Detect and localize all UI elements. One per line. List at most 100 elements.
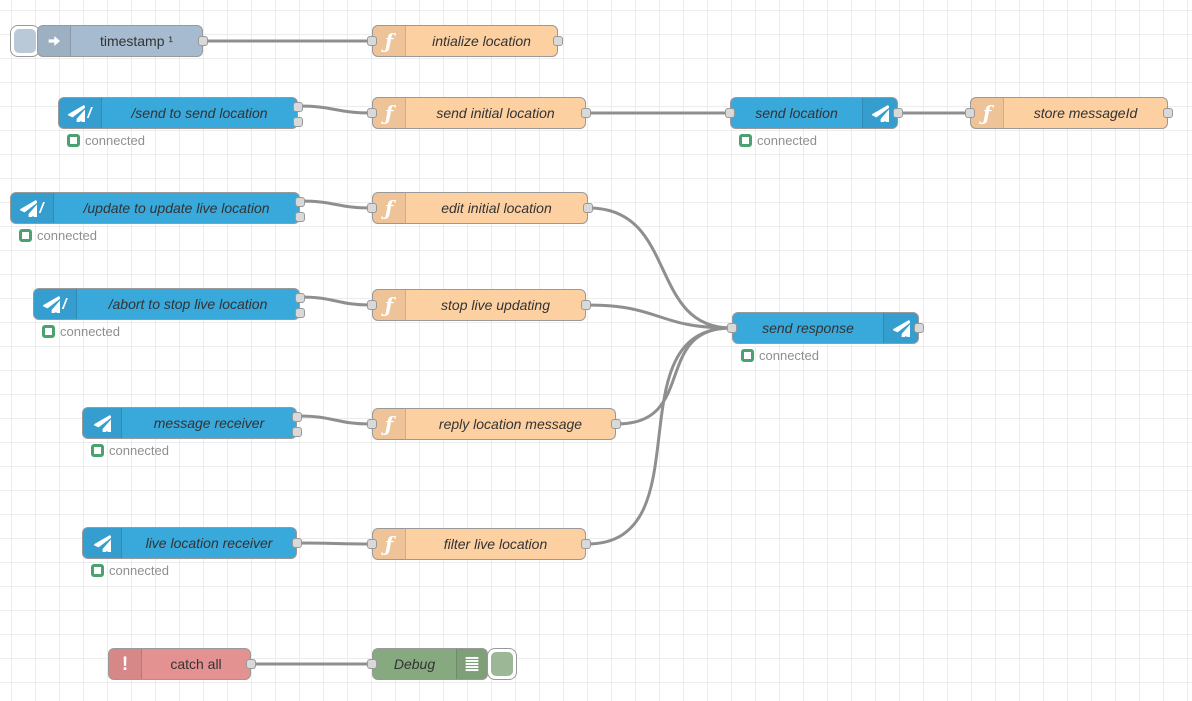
node-label: edit initial location: [441, 200, 552, 216]
wire[interactable]: [585, 326, 733, 546]
function-f-icon: ƒ: [373, 98, 406, 128]
input-port[interactable]: [367, 36, 377, 46]
paper-plane-icon: [883, 313, 918, 343]
node-status: connected: [42, 324, 120, 339]
status-text: connected: [757, 133, 817, 148]
node-function-send-initial-location[interactable]: ƒ send initial location: [367, 97, 591, 129]
node-label: message receiver: [153, 415, 265, 431]
status-connected-icon: [67, 134, 80, 147]
debug-list-icon: [456, 649, 487, 679]
node-label: /update to update live location: [83, 200, 270, 216]
function-f-icon: ƒ: [373, 193, 406, 223]
input-port[interactable]: [367, 659, 377, 669]
node-status: connected: [741, 348, 819, 363]
node-telegram-message-receiver[interactable]: message receiver connected: [82, 407, 302, 458]
input-port[interactable]: [965, 108, 975, 118]
function-f-icon: ƒ: [373, 26, 406, 56]
node-label: store messageId: [1033, 105, 1138, 121]
node-function-edit-initial-location[interactable]: ƒ edit initial location: [367, 192, 593, 224]
input-port[interactable]: [367, 300, 377, 310]
node-function-initialize-location[interactable]: ƒ intialize location: [367, 25, 563, 57]
output-port-2[interactable]: [292, 427, 302, 437]
status-text: connected: [109, 563, 169, 578]
status-connected-icon: [91, 564, 104, 577]
node-function-reply-location-message[interactable]: ƒ reply location message: [367, 408, 621, 440]
function-f-icon: ƒ: [373, 409, 406, 439]
output-port-1[interactable]: [293, 102, 303, 112]
output-port[interactable]: [1163, 108, 1173, 118]
output-port-2[interactable]: [295, 212, 305, 222]
node-status: connected: [67, 133, 145, 148]
input-port[interactable]: [367, 203, 377, 213]
input-port[interactable]: [367, 539, 377, 549]
output-port-2[interactable]: [293, 117, 303, 127]
node-label: catch all: [170, 656, 222, 672]
output-port-2[interactable]: [295, 308, 305, 318]
function-f-icon: ƒ: [373, 290, 406, 320]
output-port[interactable]: [292, 538, 302, 548]
paper-plane-slash-icon: /: [34, 289, 77, 319]
output-port[interactable]: [893, 108, 903, 118]
node-telegram-command-send[interactable]: / /send to send location connected: [58, 97, 303, 148]
paper-plane-slash-icon: /: [11, 193, 54, 223]
node-label: filter live location: [443, 536, 548, 552]
wire[interactable]: [299, 295, 373, 307]
input-port[interactable]: [727, 323, 737, 333]
status-connected-icon: [741, 349, 754, 362]
node-telegram-live-location-receiver[interactable]: live location receiver connected: [82, 527, 302, 578]
node-telegram-send-response[interactable]: send response connected: [727, 312, 924, 363]
input-port[interactable]: [367, 108, 377, 118]
node-catch-all[interactable]: ! catch all: [108, 648, 256, 680]
status-connected-icon: [42, 325, 55, 338]
node-inject-timestamp[interactable]: timestamp ¹: [37, 25, 208, 57]
node-function-filter-live-location[interactable]: ƒ filter live location: [367, 528, 591, 560]
node-telegram-command-update[interactable]: / /update to update live location connec…: [10, 192, 305, 243]
output-port[interactable]: [611, 419, 621, 429]
status-text: connected: [85, 133, 145, 148]
input-port[interactable]: [367, 419, 377, 429]
status-connected-icon: [19, 229, 32, 242]
output-port[interactable]: [198, 36, 208, 46]
node-function-store-messageid[interactable]: ƒ store messageId: [965, 97, 1173, 129]
node-label: timestamp ¹: [99, 33, 174, 49]
debug-toggle-button-face: [491, 652, 513, 676]
debug-toggle-button[interactable]: [487, 648, 517, 680]
input-port[interactable]: [725, 108, 735, 118]
status-text: connected: [109, 443, 169, 458]
node-telegram-command-abort[interactable]: / /abort to stop live location connected: [33, 288, 305, 339]
function-f-icon: ƒ: [373, 529, 406, 559]
paper-plane-icon: [83, 408, 122, 438]
status-text: connected: [759, 348, 819, 363]
status-connected-icon: [739, 134, 752, 147]
output-port-1[interactable]: [295, 293, 305, 303]
wire[interactable]: [587, 206, 733, 330]
wire[interactable]: [615, 326, 733, 426]
node-function-stop-live-updating[interactable]: ƒ stop live updating: [367, 289, 591, 321]
node-label: live location receiver: [145, 535, 273, 551]
wire[interactable]: [297, 541, 373, 546]
output-port-1[interactable]: [295, 197, 305, 207]
paper-plane-icon: [862, 98, 897, 128]
node-label: send location: [755, 105, 838, 121]
inject-run-button-face: [14, 29, 36, 53]
wire[interactable]: [299, 199, 373, 210]
node-label: send response: [762, 320, 854, 336]
output-port[interactable]: [581, 108, 591, 118]
output-port-1[interactable]: [292, 412, 302, 422]
node-telegram-send-location[interactable]: send location connected: [725, 97, 903, 148]
output-port[interactable]: [581, 539, 591, 549]
inject-run-button[interactable]: [10, 25, 40, 57]
output-port[interactable]: [553, 36, 563, 46]
node-label: send initial location: [436, 105, 555, 121]
output-port[interactable]: [914, 323, 924, 333]
node-label: Debug: [393, 656, 436, 672]
wire[interactable]: [297, 104, 373, 115]
output-port[interactable]: [583, 203, 593, 213]
wire[interactable]: [297, 414, 373, 426]
output-port[interactable]: [581, 300, 591, 310]
wire[interactable]: [585, 303, 733, 330]
node-debug[interactable]: Debug: [367, 648, 488, 680]
output-port[interactable]: [246, 659, 256, 669]
